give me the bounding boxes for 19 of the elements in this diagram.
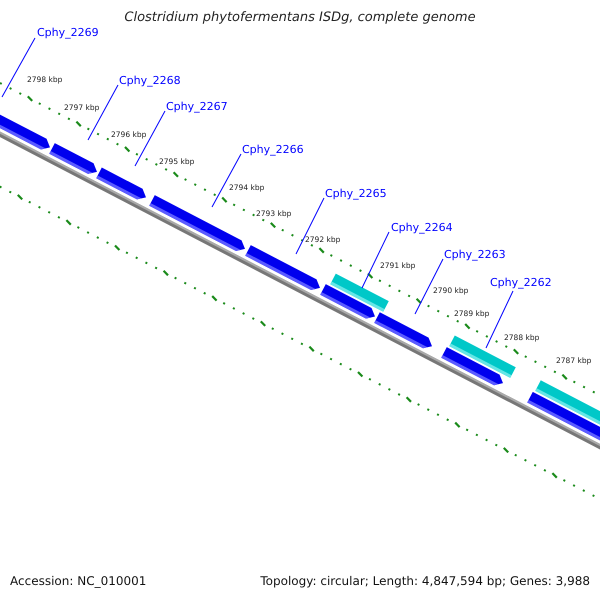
gene-label: Cphy_2269 — [37, 27, 99, 38]
gene-label: Cphy_2264 — [391, 222, 453, 233]
leader-line — [88, 84, 118, 140]
leader-line — [2, 38, 36, 98]
gene-label: Cphy_2265 — [325, 188, 387, 199]
leader-line — [486, 290, 514, 348]
gene-label: Cphy_2262 — [490, 277, 552, 288]
gene-label: Cphy_2266 — [242, 144, 304, 155]
genome-info-text: Topology: circular; Length: 4,847,594 bp; Genes: 3,988 — [260, 575, 590, 587]
leader-line — [296, 198, 324, 254]
leader-line — [134, 110, 166, 166]
leader-line — [212, 154, 242, 208]
gene-label: Cphy_2267 — [166, 101, 228, 112]
gene-label: Cphy_2268 — [119, 75, 181, 86]
leader-line — [414, 258, 444, 314]
title: Clostridium phytofermentans ISDg, complete genome — [123, 11, 477, 24]
leader-line — [362, 232, 390, 288]
gene-label: Cphy_2263 — [444, 249, 506, 260]
accession-text: Accession: NC_010001 — [10, 575, 146, 587]
